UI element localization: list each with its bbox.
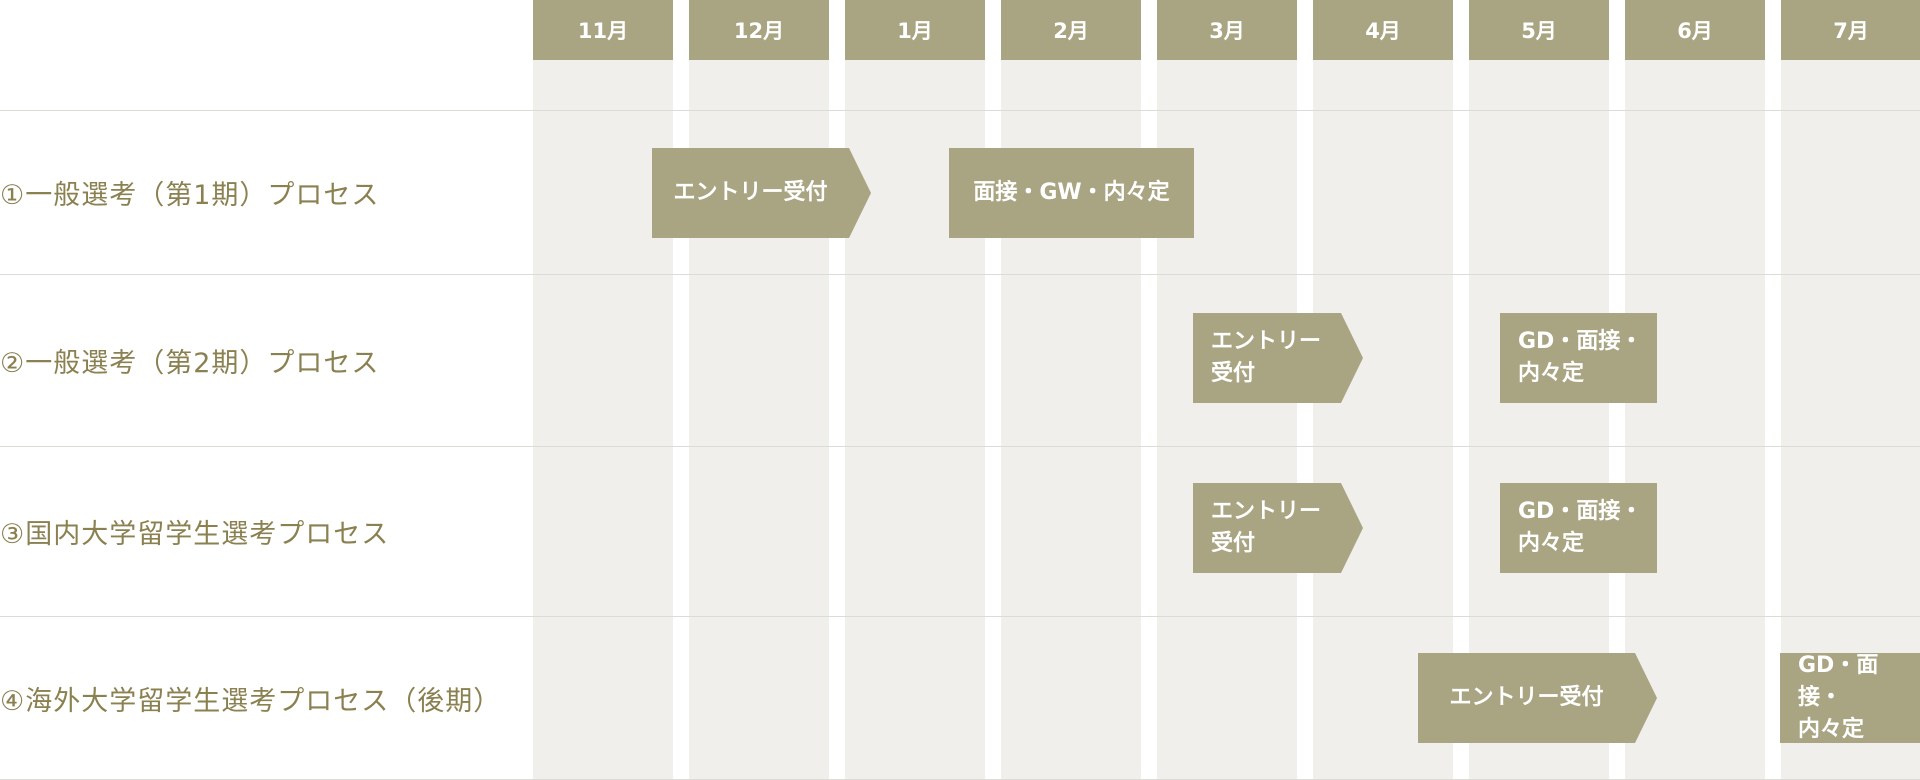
month-header: 3月	[1157, 0, 1297, 60]
month-column-bg	[533, 0, 673, 780]
selection-step-box: GD・面接・ 内々定	[1500, 483, 1657, 573]
process-label: ①一般選考（第1期）プロセス	[0, 179, 380, 211]
month-column-bg	[845, 0, 985, 780]
selection-step-box: GD・面接・ 内々定	[1500, 313, 1657, 403]
row-divider	[0, 616, 1920, 617]
entry-step-arrow: エントリー 受付	[1193, 483, 1363, 573]
entry-step-arrow: エントリー受付	[652, 148, 871, 238]
row-divider	[0, 110, 1920, 111]
month-header: 5月	[1469, 0, 1609, 60]
row-divider	[0, 274, 1920, 275]
month-header: 11月	[533, 0, 673, 60]
month-column-bg	[1001, 0, 1141, 780]
selection-step-box: GD・面接・ 内々定	[1780, 653, 1920, 743]
month-header: 1月	[845, 0, 985, 60]
process-label: ③国内大学留学生選考プロセス	[0, 518, 390, 550]
month-header: 6月	[1625, 0, 1765, 60]
month-header: 2月	[1001, 0, 1141, 60]
month-column-bg	[1781, 0, 1920, 780]
month-header: 12月	[689, 0, 829, 60]
entry-step-arrow: エントリー受付	[1418, 653, 1657, 743]
process-label: ②一般選考（第2期）プロセス	[0, 348, 380, 379]
month-column-bg	[689, 0, 829, 780]
process-label: ④海外大学留学生選考プロセス（後期）	[0, 685, 502, 717]
selection-step-box: 面接・GW・内々定	[949, 148, 1194, 238]
entry-step-arrow: エントリー 受付	[1193, 313, 1363, 403]
month-header: 7月	[1781, 0, 1920, 60]
row-divider	[0, 446, 1920, 447]
month-header: 4月	[1313, 0, 1453, 60]
